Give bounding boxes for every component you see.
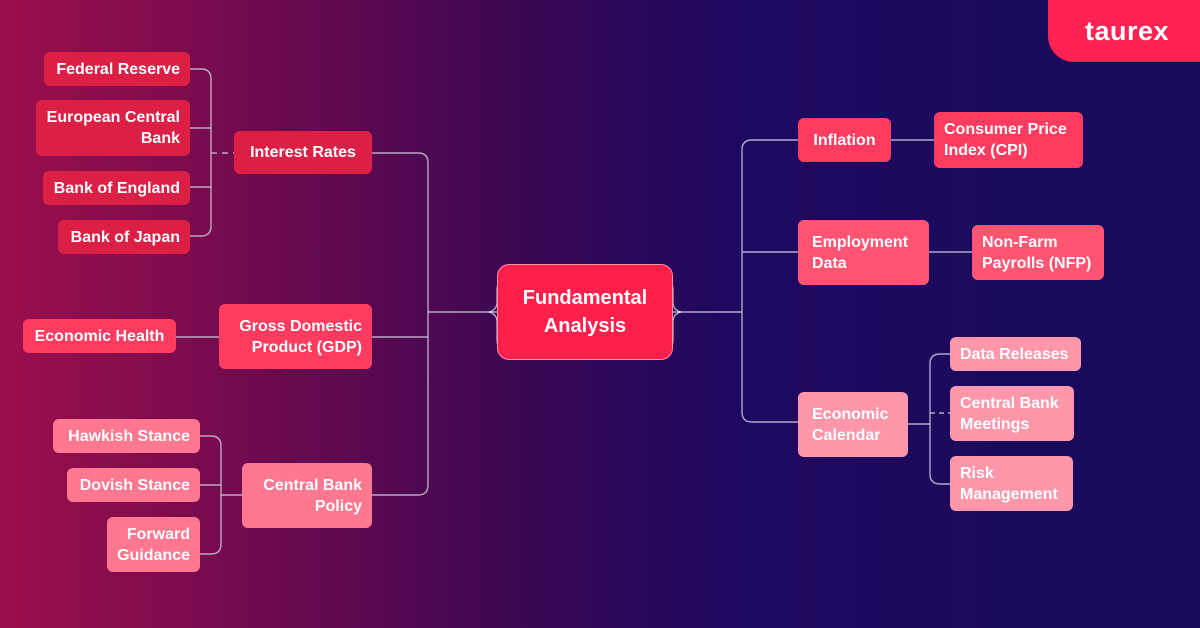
label-line-2: Index (CPI) — [944, 142, 1028, 159]
label-line-1: Non-Farm — [982, 233, 1058, 251]
label: Interest Rates — [250, 144, 356, 161]
taurex-logo[interactable]: taurex — [1048, 0, 1200, 62]
node-european-central-bank[interactable]: European Central Bank — [36, 100, 190, 156]
node-data-releases[interactable]: Data Releases — [950, 337, 1081, 371]
node-inflation[interactable]: Inflation — [798, 118, 891, 162]
label-line-2: Bank — [140, 130, 180, 147]
node-hawkish-stance[interactable]: Hawkish Stance — [53, 419, 200, 453]
node-risk-management[interactable]: Risk Management — [950, 456, 1073, 511]
node-forward-guidance[interactable]: Forward Guidance — [107, 517, 200, 572]
label: Bank of Japan — [70, 228, 180, 246]
node-central-bank-meetings[interactable]: Central Bank Meetings — [950, 386, 1074, 441]
node-bank-of-england[interactable]: Bank of England — [43, 171, 190, 205]
label-line-1: European Central — [46, 109, 180, 126]
label-line-2: Meetings — [960, 415, 1030, 433]
node-cpi[interactable]: Consumer Price Index (CPI) — [934, 112, 1083, 168]
label-line-1: Consumer Price — [944, 121, 1067, 138]
label-line-1: Economic — [812, 405, 889, 423]
logo-text: taurex — [1084, 15, 1170, 46]
label-line-1: Employment — [812, 233, 909, 251]
center-line-1: Fundamental — [522, 287, 648, 309]
label-line-2: Management — [960, 485, 1058, 503]
node-nfp[interactable]: Non-Farm Payrolls (NFP) — [972, 225, 1104, 280]
node-employment-data[interactable]: Employment Data — [798, 220, 929, 285]
label: Data Releases — [960, 345, 1069, 363]
node-bank-of-japan[interactable]: Bank of Japan — [58, 220, 190, 254]
label-line-1: Risk — [960, 464, 994, 482]
label-line-2: Product (GDP) — [251, 338, 362, 356]
label-line-2: Calendar — [812, 426, 881, 444]
node-federal-reserve[interactable]: Federal Reserve — [44, 52, 190, 86]
label-line-2: Data — [812, 254, 847, 272]
node-interest-rates[interactable]: Interest Rates — [234, 131, 372, 174]
node-dovish-stance[interactable]: Dovish Stance — [67, 468, 200, 502]
label-line-2: Guidance — [117, 546, 190, 564]
center-line-2: Analysis — [543, 315, 627, 337]
label: Inflation — [813, 131, 876, 149]
label: Economic Health — [34, 327, 165, 345]
label-line-2: Payrolls (NFP) — [982, 254, 1092, 272]
center-node-fundamental-analysis[interactable]: Fundamental Analysis — [497, 264, 673, 360]
label-line-2: Policy — [314, 497, 362, 515]
label: Bank of England — [53, 179, 180, 197]
label-line-1: Forward — [126, 525, 190, 543]
label-line-1: Gross Domestic — [239, 317, 362, 335]
node-central-bank-policy[interactable]: Central Bank Policy — [242, 463, 372, 528]
label-line-1: Central Bank — [263, 476, 362, 494]
label: Hawkish Stance — [68, 427, 190, 445]
label: Dovish Stance — [79, 476, 190, 494]
label: Federal Reserve — [56, 60, 180, 78]
label-line-1: Central Bank — [960, 394, 1059, 412]
node-economic-calendar[interactable]: Economic Calendar — [798, 392, 908, 457]
node-gdp[interactable]: Gross Domestic Product (GDP) — [219, 304, 372, 369]
node-economic-health[interactable]: Economic Health — [23, 319, 176, 353]
